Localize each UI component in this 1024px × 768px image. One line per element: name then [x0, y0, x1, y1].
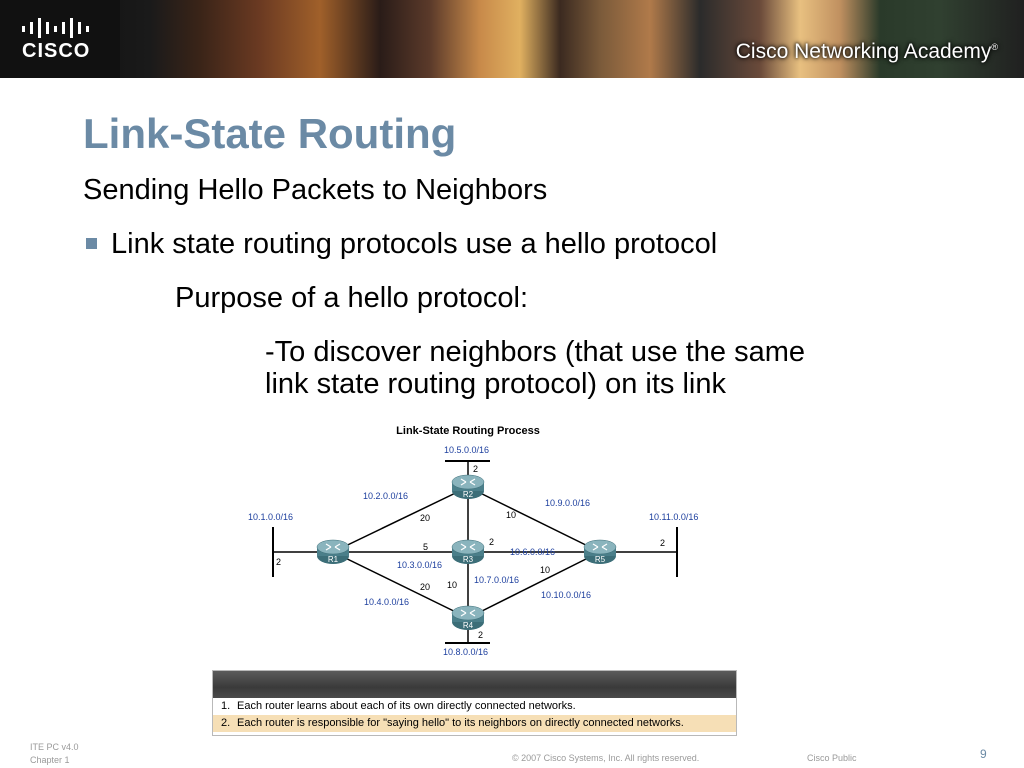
router-r1: R1: [316, 539, 350, 564]
footer-classification: Cisco Public: [807, 753, 857, 763]
network-label: 10.9.0.0/16: [545, 498, 590, 508]
cost-label: 2: [478, 630, 483, 640]
network-diagram-svg: Link-State Routing Process R1: [248, 425, 698, 657]
footer-copyright: © 2007 Cisco Systems, Inc. All rights re…: [512, 753, 700, 763]
router-label-r1: R1: [328, 555, 339, 564]
cost-label: 10: [540, 565, 550, 575]
steps-panel-header: [213, 671, 736, 698]
square-bullet-icon: [86, 238, 97, 249]
network-diagram: Link-State Routing Process R1: [200, 415, 760, 665]
cost-label: 5: [423, 542, 428, 552]
bullet-text: Link state routing protocols use a hello…: [111, 228, 718, 260]
cost-label: 10: [506, 510, 516, 520]
discover-text: -To discover neighbors (that use the sam…: [265, 336, 965, 400]
network-label: 10.3.0.0/16: [397, 560, 442, 570]
registered-mark: ®: [991, 42, 998, 52]
footer-chapter: Chapter 1: [30, 755, 70, 765]
router-label-r3: R3: [463, 555, 474, 564]
link-r2-r5: [467, 486, 601, 553]
diagram-title: Link-State Routing Process: [396, 425, 540, 437]
cost-label: 20: [420, 582, 430, 592]
bullet-item: Link state routing protocols use a hello…: [86, 228, 717, 261]
slide-subtitle: Sending Hello Packets to Neighbors: [83, 174, 548, 206]
router-arrows-icon: [592, 543, 608, 551]
router-label-r2: R2: [463, 490, 474, 499]
router-r3: R3: [451, 539, 485, 564]
cost-label: 2: [489, 537, 494, 547]
network-label: 10.11.0.0/16: [649, 512, 698, 522]
cisco-wordmark: CISCO: [22, 40, 91, 62]
router-label-r4: R4: [463, 621, 474, 630]
discover-line-2: link state routing protocol) on its link: [265, 368, 726, 400]
router-r4: R4: [451, 605, 485, 630]
link-r4-r5: [467, 551, 601, 619]
router-arrows-icon: [460, 543, 476, 551]
purpose-text: Purpose of a hello protocol:: [175, 282, 529, 314]
cost-label: 2: [276, 557, 281, 567]
slide-title: Link-State Routing: [83, 110, 457, 157]
cost-label: 2: [473, 464, 478, 474]
cost-label: 2: [660, 538, 665, 548]
header-banner: CISCO Cisco Networking Academy®: [0, 0, 1024, 78]
academy-title: Cisco Networking Academy®: [735, 40, 998, 63]
cost-label: 10: [447, 580, 457, 590]
footer-course: ITE PC v4.0: [30, 742, 79, 752]
router-label-r5: R5: [595, 555, 606, 564]
network-label: 10.1.0.0/16: [248, 512, 293, 522]
page-number: 9: [980, 747, 987, 761]
link-r1-r2: [332, 486, 469, 553]
network-label: 10.2.0.0/16: [363, 491, 408, 501]
router-arrows-icon: [460, 478, 476, 486]
discover-line-1: -To discover neighbors (that use the sam…: [265, 336, 805, 368]
link-r1-r4: [332, 551, 469, 619]
router-r2: R2: [451, 474, 485, 499]
network-label: 10.6.0.0/16: [510, 547, 555, 557]
network-label: 10.8.0.0/16: [443, 647, 488, 657]
step-item-2: 2.Each router is responsible for "saying…: [213, 715, 736, 732]
cost-label: 20: [420, 513, 430, 523]
network-label: 10.5.0.0/16: [444, 445, 489, 455]
network-label: 10.4.0.0/16: [364, 597, 409, 607]
network-label: 10.10.0.0/16: [541, 590, 591, 600]
steps-panel: 1.Each router learns about each of its o…: [212, 670, 737, 736]
router-arrows-icon: [325, 543, 341, 551]
cisco-bars-icon: [22, 18, 89, 38]
router-arrows-icon: [460, 609, 476, 617]
network-label: 10.7.0.0/16: [474, 575, 519, 585]
cisco-logo: CISCO: [0, 0, 120, 78]
footer-course-info: ITE PC v4.0 Chapter 1: [30, 741, 79, 767]
step-item-1: 1.Each router learns about each of its o…: [221, 700, 576, 712]
router-r5: R5: [583, 539, 617, 564]
